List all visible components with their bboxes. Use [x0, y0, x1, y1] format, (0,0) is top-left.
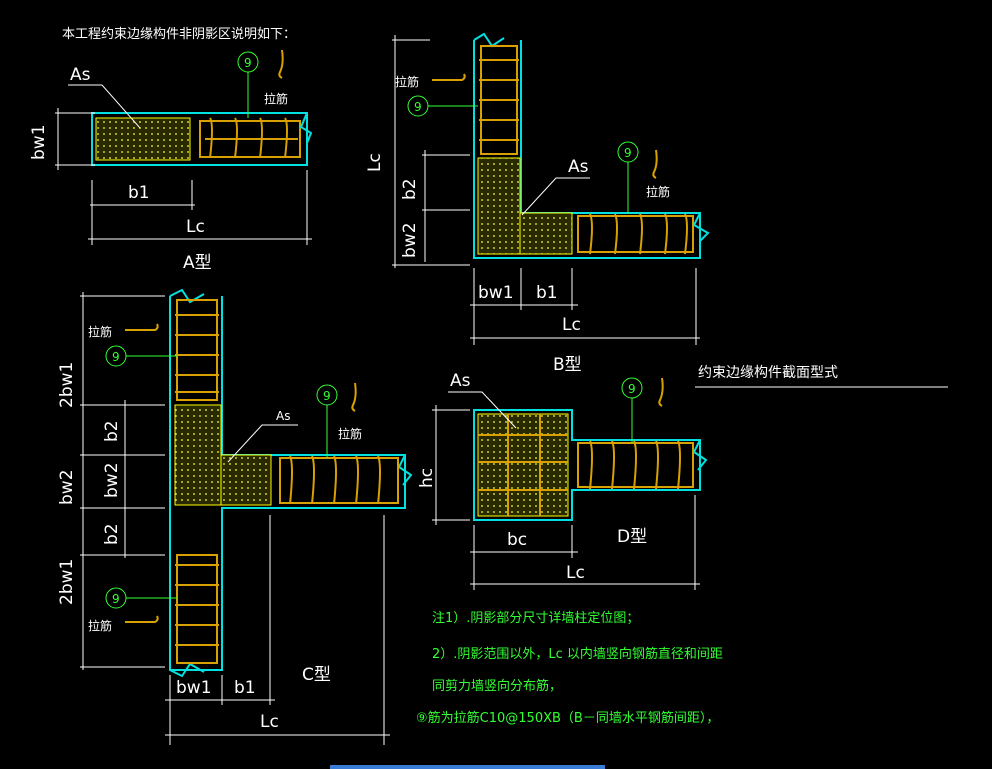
type-c-bw2-outer-label: bw2	[57, 469, 77, 505]
type-a-b1-label: b1	[128, 183, 150, 203]
note-3: 同剪力墙竖向分布筋，	[432, 678, 562, 694]
type-b-b2-label: b2	[400, 178, 420, 200]
svg-text:9: 9	[628, 382, 636, 396]
type-c-section: 2bw1 bw2 2bw1 b2 bw2 b2 bw1 b1 Lc C型 As …	[57, 288, 413, 745]
note-2: 2）.阴影范围以外，Lc 以内墙竖向钢筋直径和间距	[432, 646, 723, 662]
bottom-scroll-indicator	[330, 765, 605, 769]
note-4: ⑨筋为拉筋C10@150XB（B－同墙水平钢筋间距），	[416, 710, 719, 726]
type-c-lajin-upper-label: 拉筋	[88, 324, 112, 339]
type-b-b1-label: b1	[536, 283, 558, 303]
type-b-lajin-right-label: 拉筋	[646, 184, 670, 199]
type-c-as-label: As	[276, 409, 290, 423]
type-c-b2-lower-label: b2	[102, 523, 122, 545]
type-b-lc-label: Lc	[365, 153, 385, 172]
type-c-bw2-inner-label: bw2	[102, 462, 122, 498]
type-a-as-label: As	[70, 65, 91, 85]
type-d-lc-label: Lc	[566, 563, 585, 583]
note-1: 注1）.阴影部分尺寸详墙柱定位图；	[432, 611, 639, 626]
type-d-section: hc bc Lc D型 As 9	[417, 371, 708, 590]
type-d-bc-label: bc	[507, 530, 527, 550]
type-b-lc2-label: Lc	[562, 315, 581, 335]
type-b-bw1-label: bw1	[478, 283, 514, 303]
type-d-rebar	[478, 414, 694, 516]
type-d-as-label: As	[450, 371, 471, 391]
type-b-as-label: As	[568, 157, 589, 177]
type-a-bw1-label: bw1	[29, 124, 49, 160]
type-a-rebar	[199, 117, 301, 159]
type-c-bw1-label: bw1	[176, 678, 212, 698]
section-title: 约束边缘构件截面型式	[698, 365, 838, 381]
type-b-section: Lc b2 bw2 bw1 b1 Lc B型 As 9 拉筋 9 拉筋	[365, 32, 710, 375]
type-b-rebar	[479, 45, 694, 255]
type-b-bw2-label: bw2	[400, 222, 420, 258]
svg-text:9: 9	[112, 592, 120, 606]
svg-text:9: 9	[112, 350, 120, 364]
type-d-hc-label: hc	[417, 468, 437, 488]
type-c-lajin-right-label: 拉筋	[338, 426, 362, 441]
type-a-lc-label: Lc	[186, 217, 205, 237]
type-c-rebar	[175, 299, 399, 664]
header-title: 本工程约束边缘构件非阴影区说明如下：	[62, 26, 296, 42]
type-c-b2-upper-label: b2	[102, 420, 122, 442]
type-c-lajin-lower-label: 拉筋	[88, 618, 112, 633]
type-a-section: bw1 b1 Lc A型 As 9 拉筋	[29, 49, 313, 273]
type-a-shaded-zone	[95, 117, 191, 161]
type-c-2bw1-lower-label: 2bw1	[57, 559, 77, 605]
type-b-title: B型	[553, 355, 582, 375]
type-c-lc-label: Lc	[260, 712, 279, 732]
type-b-lajin-upper-label: 拉筋	[395, 74, 419, 89]
svg-text:9: 9	[244, 56, 252, 70]
svg-text:9: 9	[414, 100, 422, 114]
type-c-b1-label: b1	[234, 678, 256, 698]
type-c-title: C型	[302, 665, 331, 685]
svg-text:9: 9	[624, 146, 632, 160]
type-d-title: D型	[617, 527, 647, 547]
svg-text:9: 9	[323, 389, 331, 403]
type-c-2bw1-upper-label: 2bw1	[57, 362, 77, 408]
type-a-lajin-label: 拉筋	[264, 91, 288, 106]
notes-block: 注1）.阴影部分尺寸详墙柱定位图； 2）.阴影范围以外，Lc 以内墙竖向钢筋直径…	[416, 611, 723, 726]
type-a-title: A型	[183, 253, 212, 273]
